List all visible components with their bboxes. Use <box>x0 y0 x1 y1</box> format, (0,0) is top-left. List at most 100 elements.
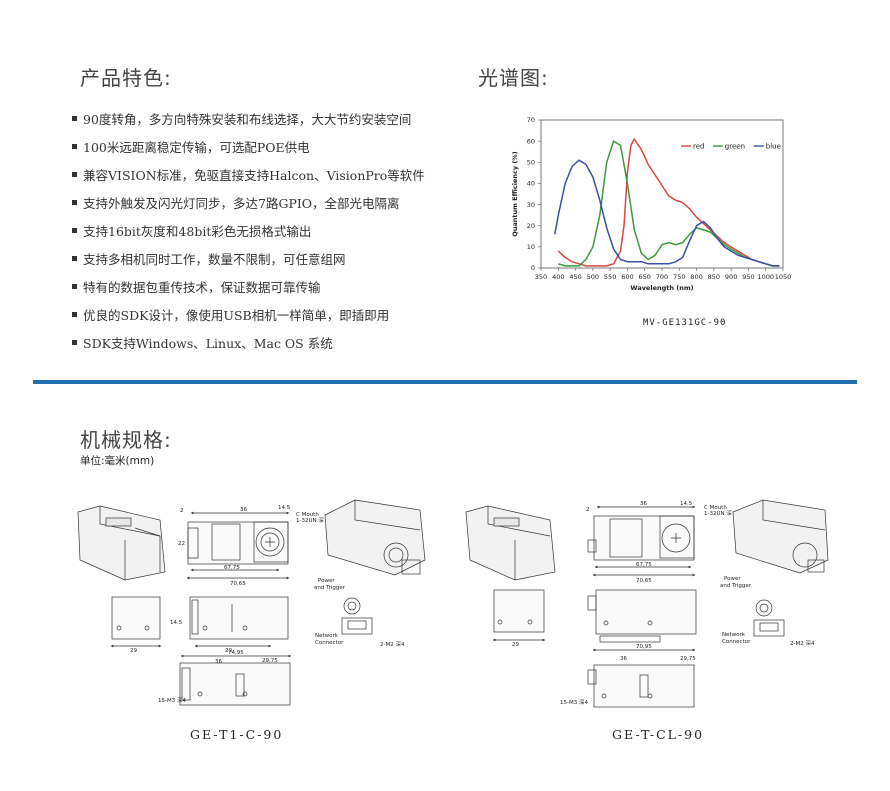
camera-bottom-left-icon <box>189 596 289 648</box>
x-tick-label: 1000 <box>757 273 774 281</box>
mechanical-drawings: 36 14.5 C Mouth 1-32UN 深 2 22 67,75 70,6… <box>77 499 829 708</box>
dim-label: 36 <box>240 507 247 513</box>
bullet-icon <box>72 199 77 205</box>
dim-label: C Mouth <box>704 505 727 511</box>
y-tick-label: 30 <box>527 201 535 209</box>
legend-label-green: green <box>725 143 745 151</box>
bullet-icon <box>72 143 77 149</box>
series-line-blue <box>554 159 780 267</box>
camera-iso-right-right-model-icon <box>732 499 829 574</box>
x-tick-label: 550 <box>604 273 616 281</box>
series-line-red <box>557 138 780 267</box>
features-title: 产品特色: <box>80 66 172 90</box>
dim-label: 36 <box>620 656 627 662</box>
dim-label: 29 <box>512 642 519 648</box>
feature-list: 90度转角，多方向特殊安装和布线选择，大大节约安装空间 100米远距离稳定传输，… <box>72 104 472 356</box>
bullet-icon <box>72 115 77 121</box>
camera-front-left-icon <box>186 511 290 580</box>
model-label-left: GE-T1-C-90 <box>190 727 284 742</box>
x-tick-label: 850 <box>708 273 720 281</box>
dim-label: 29,75 <box>262 658 278 664</box>
y-tick-label: 70 <box>527 116 535 124</box>
dim-label: Connector <box>315 640 344 646</box>
x-tick-label: 750 <box>673 273 685 281</box>
dim-label: 70,65 <box>636 578 652 584</box>
y-axis-label: Quantum Efficiency (%) <box>511 151 519 237</box>
dim-label: 15-M3 深4 <box>158 696 186 704</box>
x-tick-label: 350 <box>535 273 547 281</box>
dim-label: 36 <box>215 659 222 665</box>
x-tick-label: 500 <box>587 273 599 281</box>
dim-label: 2-M2 深4 <box>380 640 405 648</box>
bullet-icon <box>72 255 77 261</box>
dim-label: 1-32UN 深 <box>704 509 732 517</box>
camera-iso-left-icon <box>77 505 166 581</box>
dim-label: and Trigger <box>720 583 752 589</box>
dim-label: Network <box>315 633 339 639</box>
x-tick-label: 900 <box>725 273 737 281</box>
y-tick-label: 20 <box>527 222 535 230</box>
section-divider <box>33 380 857 384</box>
feature-item: 兼容VISION标准，免驱直接支持Halcon、VisionPro等软件 <box>72 160 472 188</box>
dim-label: Connector <box>722 639 751 645</box>
connector-right-icon <box>753 599 785 637</box>
camera-bottom-right-icon <box>587 589 697 643</box>
camera-side-left-icon <box>110 596 162 648</box>
feature-item: 支持多相机同时工作，数量不限制，可任意组网 <box>72 244 472 272</box>
bullet-icon <box>72 311 77 317</box>
dim-label: Power <box>318 578 335 584</box>
feature-item: 100米远距离稳定传输，可选配POE供电 <box>72 132 472 160</box>
mechanical-title: 机械规格: <box>80 428 172 452</box>
bullet-icon <box>72 283 77 289</box>
bullet-icon <box>72 339 77 345</box>
dim-label: Power <box>724 576 741 582</box>
dim-label: 14.5 <box>278 505 291 511</box>
dim-label: 15-M3 深4 <box>560 698 588 706</box>
x-tick-label: 800 <box>690 273 702 281</box>
feature-item: 支持外触发及闪光灯同步，多达7路GPIO，全部光电隔离 <box>72 188 472 216</box>
camera-iso-right-left-model-icon <box>324 499 426 576</box>
y-tick-label: 40 <box>527 180 535 188</box>
unit-label: 单位:毫米(mm) <box>80 455 155 467</box>
dim-label: 36 <box>640 501 647 507</box>
y-tick-label: 60 <box>527 137 535 145</box>
chart-caption: MV-GE131GC-90 <box>643 318 727 328</box>
x-tick-label: 950 <box>742 273 754 281</box>
y-tick-label: 10 <box>527 243 535 251</box>
feature-item: 90度转角，多方向特殊安装和布线选择，大大节约安装空间 <box>72 104 472 132</box>
x-tick-label: 1050 <box>775 273 792 281</box>
dim-label: 70,95 <box>636 644 652 650</box>
x-tick-label: 600 <box>621 273 633 281</box>
dim-label: 67,75 <box>224 565 240 571</box>
camera-side-right-icon <box>492 589 546 642</box>
x-tick-label: 700 <box>656 273 668 281</box>
dim-label: 1-32UN 深 <box>296 516 324 524</box>
bullet-icon <box>72 227 77 233</box>
feature-item: SDK支持Windows、Linux、Mac OS 系统 <box>72 328 472 356</box>
dim-label: Network <box>722 632 746 638</box>
dim-label: 14.5 <box>170 620 183 626</box>
x-tick-label: 450 <box>569 273 581 281</box>
y-tick-label: 0 <box>531 264 535 272</box>
connector-left-icon <box>341 597 373 635</box>
feature-item: 特有的数据包重传技术，保证数据可靠传输 <box>72 272 472 300</box>
model-label-right: GE-T-CL-90 <box>612 727 705 742</box>
dim-label: 29,75 <box>680 656 696 662</box>
feature-item: 优良的SDK设计，像使用USB相机一样简单，即插即用 <box>72 300 472 328</box>
dim-label: 2 <box>586 507 590 513</box>
camera-top-right-icon <box>587 648 696 708</box>
dim-label: 29 <box>225 648 232 654</box>
bullet-icon <box>72 171 77 177</box>
dim-label: 29 <box>130 648 137 654</box>
x-axis-label: Wavelength (nm) <box>630 284 693 292</box>
series-line-green <box>558 140 780 267</box>
camera-top-left-icon <box>179 654 292 706</box>
x-tick-label: 650 <box>639 273 651 281</box>
x-tick-label: 400 <box>552 273 564 281</box>
spectrum-title: 光谱图: <box>478 66 549 90</box>
feature-item: 支持16bit灰度和48bit彩色无损格式输出 <box>72 216 472 244</box>
dim-label: C Mouth <box>296 512 319 518</box>
y-tick-label: 50 <box>527 158 535 166</box>
dim-label: 70,65 <box>230 581 246 587</box>
